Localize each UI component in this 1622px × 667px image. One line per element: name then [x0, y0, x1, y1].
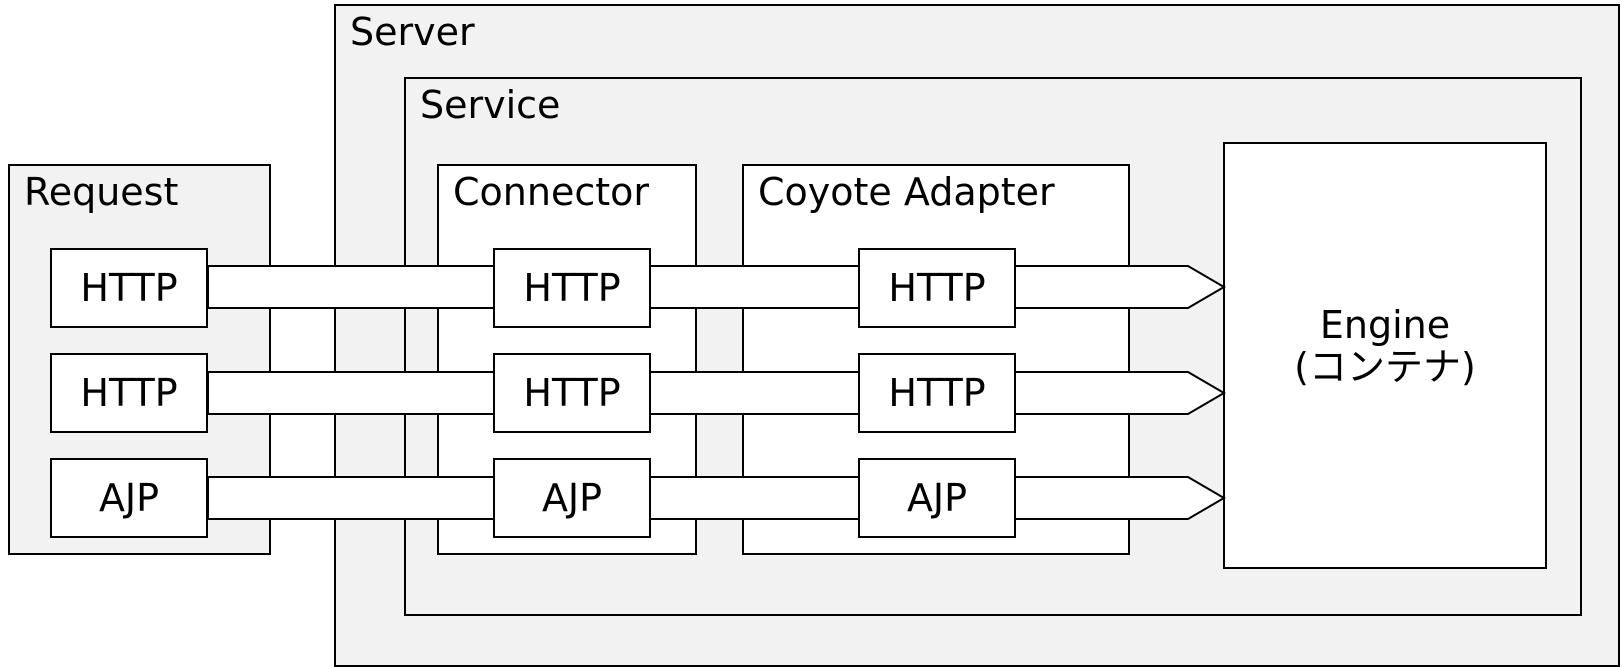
engine-box: Engine (コンテナ): [1223, 142, 1547, 569]
request-http-box-1: HTTP: [50, 248, 208, 328]
engine-label: Engine (コンテナ): [1225, 304, 1545, 388]
engine-label-line1: Engine: [1319, 303, 1451, 347]
connector-http-box-2: HTTP: [493, 353, 651, 433]
flow-arrow-http-1: [207, 265, 1226, 309]
request-ajp-box: AJP: [50, 458, 208, 538]
coyote-adapter-label: Coyote Adapter: [758, 170, 1055, 214]
adapter-http-box-1: HTTP: [858, 248, 1016, 328]
server-label: Server: [350, 10, 475, 54]
flow-arrow-http-2: [207, 371, 1226, 415]
adapter-ajp-box: AJP: [858, 458, 1016, 538]
flow-arrow-ajp: [207, 476, 1226, 520]
request-label: Request: [24, 170, 179, 214]
adapter-http-box-2: HTTP: [858, 353, 1016, 433]
connector-http-box-1: HTTP: [493, 248, 651, 328]
connector-label: Connector: [453, 170, 649, 214]
connector-ajp-box: AJP: [493, 458, 651, 538]
request-http-box-2: HTTP: [50, 353, 208, 433]
service-label: Service: [420, 83, 561, 127]
engine-label-line2: (コンテナ): [1294, 345, 1476, 389]
